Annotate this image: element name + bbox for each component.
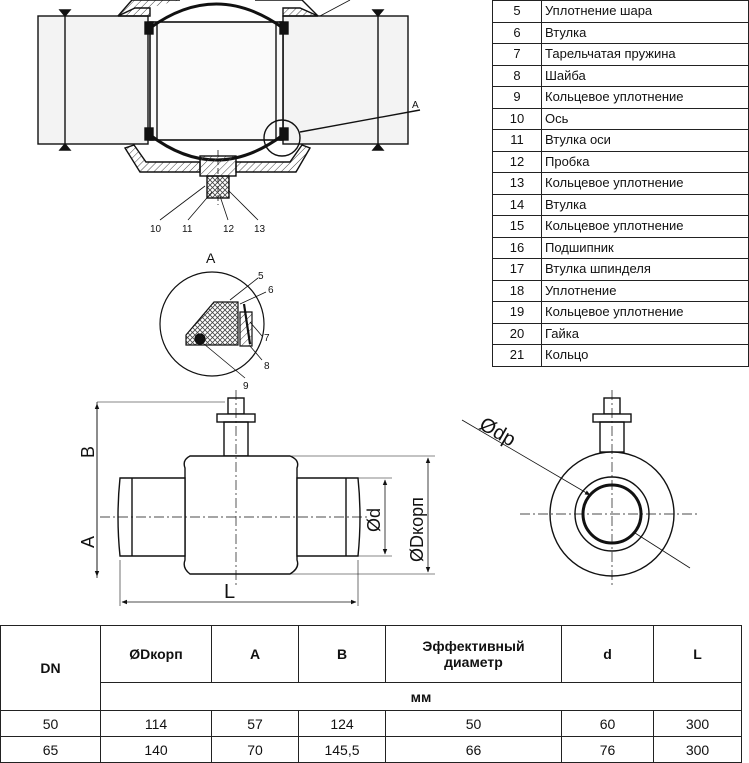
part-number: 7 bbox=[492, 43, 542, 66]
dim-a-label: A bbox=[78, 536, 98, 548]
units-cell: мм bbox=[100, 682, 742, 711]
dim-l-label: L bbox=[224, 581, 235, 603]
part-name: Втулка шпинделя bbox=[541, 258, 749, 281]
part-name: Ось bbox=[541, 107, 749, 130]
units-row: мм bbox=[1, 682, 742, 711]
header-eff-line2: диаметр bbox=[444, 654, 503, 670]
cell-b: 124 bbox=[298, 710, 386, 737]
part-name: Кольцевое уплотнение bbox=[541, 172, 749, 195]
part-name: Подшипник bbox=[541, 236, 749, 259]
detail-callout-5: 5 bbox=[258, 271, 264, 282]
part-name: Шайба bbox=[541, 64, 749, 87]
header-eff-line1: Эффективный bbox=[422, 638, 525, 654]
dim-dkorp-label: ØDкорп bbox=[407, 497, 427, 562]
header-l: L bbox=[653, 625, 742, 683]
header-b: B bbox=[298, 625, 386, 683]
part-number: 17 bbox=[492, 258, 542, 281]
part-number: 19 bbox=[492, 301, 542, 324]
callout-13: 13 bbox=[254, 224, 266, 235]
dimensions-table: DN ØDкорп A B Эффективный диаметр d L мм… bbox=[0, 625, 742, 763]
table-row: 50 114 57 124 50 60 300 bbox=[0, 710, 742, 737]
part-name: Кольцевое уплотнение bbox=[541, 301, 749, 324]
part-name: Уплотнение шара bbox=[541, 0, 749, 23]
cell-d: 60 bbox=[561, 710, 654, 737]
part-name: Кольцевое уплотнение bbox=[541, 215, 749, 238]
part-name: Втулка bbox=[541, 193, 749, 216]
dim-header-row: DN ØDкорп A B Эффективный диаметр d L bbox=[0, 625, 742, 711]
section-marker-a: A bbox=[412, 100, 419, 111]
detail-title: A bbox=[206, 250, 216, 266]
part-number: 5 bbox=[492, 0, 542, 23]
part-name: Пробка bbox=[541, 150, 749, 173]
dim-d-label: Ød bbox=[364, 508, 384, 532]
part-number: 8 bbox=[492, 64, 542, 87]
cell-eff: 50 bbox=[385, 710, 562, 737]
cell-dkorp: 114 bbox=[100, 710, 212, 737]
callout-11: 11 bbox=[182, 224, 193, 235]
part-number: 13 bbox=[492, 172, 542, 195]
callout-12: 12 bbox=[223, 224, 235, 235]
dim-dp-label: Ødp bbox=[476, 413, 520, 451]
part-name: Втулка оси bbox=[541, 129, 749, 152]
part-number: 16 bbox=[492, 236, 542, 259]
detail-callout-6: 6 bbox=[268, 285, 274, 296]
cell-a: 57 bbox=[211, 710, 299, 737]
part-name: Тарельчатая пружина bbox=[541, 43, 749, 66]
part-number: 9 bbox=[492, 86, 542, 109]
part-number: 15 bbox=[492, 215, 542, 238]
side-view bbox=[94, 390, 435, 606]
detail-a-view bbox=[159, 271, 267, 379]
detail-callout-9: 9 bbox=[243, 381, 249, 392]
part-name: Кольцо bbox=[541, 344, 749, 367]
end-view bbox=[461, 390, 700, 585]
dim-b-label: B bbox=[78, 446, 98, 458]
part-number: 18 bbox=[492, 279, 542, 302]
part-number: 20 bbox=[492, 322, 542, 345]
header-a: A bbox=[211, 625, 299, 683]
part-number: 21 bbox=[492, 344, 542, 367]
header-d: d bbox=[561, 625, 654, 683]
part-number: 6 bbox=[492, 21, 542, 44]
part-name: Кольцевое уплотнение bbox=[541, 86, 749, 109]
cell-dn: 50 bbox=[0, 710, 101, 737]
part-name: Гайка bbox=[541, 322, 749, 345]
part-number: 12 bbox=[492, 150, 542, 173]
part-name: Втулка bbox=[541, 21, 749, 44]
part-name: Уплотнение bbox=[541, 279, 749, 302]
header-dkorp: ØDкорп bbox=[100, 625, 212, 683]
section-view bbox=[37, 0, 421, 221]
part-number: 10 bbox=[492, 107, 542, 130]
detail-callout-7: 7 bbox=[264, 333, 270, 344]
callout-10: 10 bbox=[150, 224, 162, 235]
header-effective-diameter: Эффективный диаметр bbox=[385, 625, 562, 683]
cell-l: 300 bbox=[653, 710, 742, 737]
part-number: 14 bbox=[492, 193, 542, 216]
detail-callout-8: 8 bbox=[264, 361, 270, 372]
header-dn: DN bbox=[0, 625, 101, 711]
part-number: 11 bbox=[492, 129, 542, 152]
